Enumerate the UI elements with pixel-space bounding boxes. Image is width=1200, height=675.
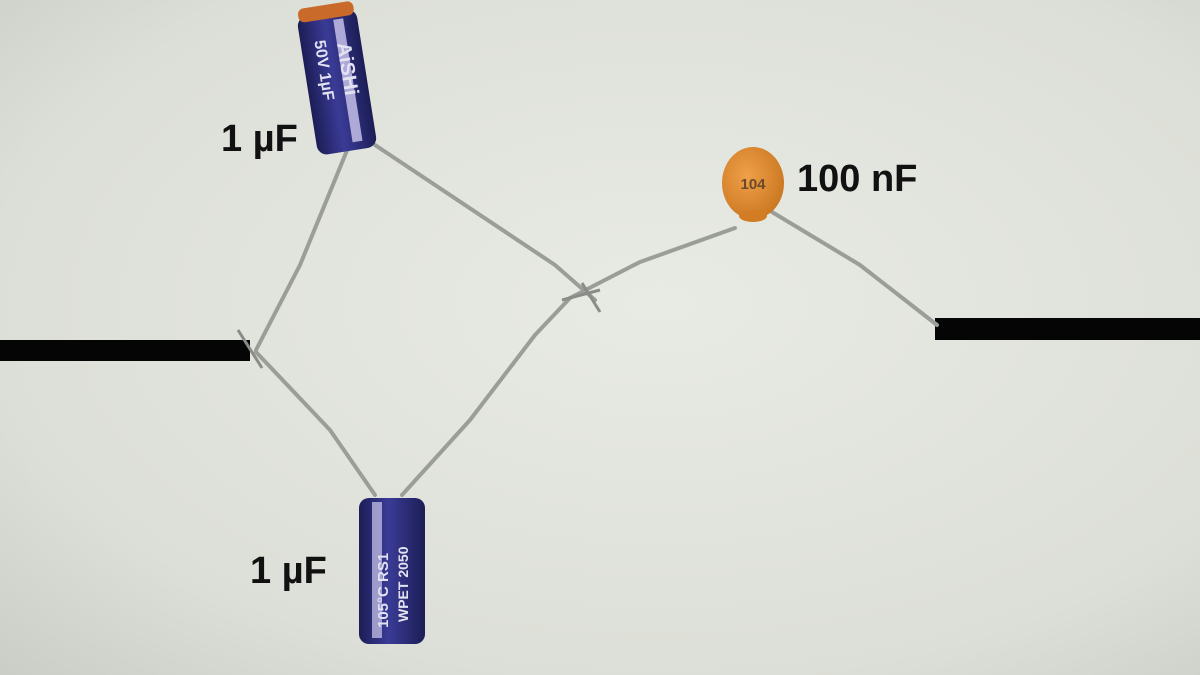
wire-bottom-cap-left-lead — [254, 350, 377, 497]
wire-ceramic-right-lead — [770, 210, 939, 327]
bottom-electrolytic-capacitor: 105°C RS1 WPET 2050 — [359, 498, 425, 644]
ceramic-capacitor: 104 — [722, 147, 784, 222]
top-capacitor-label: 1 µF — [221, 118, 298, 160]
bottom-cap-series-marking: 105°C RS1 — [375, 553, 392, 628]
wires — [254, 143, 939, 497]
left-terminal-bar — [0, 340, 250, 361]
bottom-capacitor-label: 1 µF — [250, 550, 327, 592]
ceramic-capacitor-label: 100 nF — [797, 158, 918, 200]
right-joint — [561, 282, 602, 313]
ceramic-code-marking: 104 — [740, 176, 766, 193]
wire-twist-joints — [236, 282, 602, 369]
wire-top-cap-right-lead — [373, 143, 597, 302]
left-joint — [236, 329, 264, 369]
wire-top-cap-left-lead — [254, 146, 350, 352]
wire-ceramic-left-lead — [568, 226, 737, 300]
right-terminal-bar — [935, 318, 1200, 340]
bottom-cap-code-marking: WPET 2050 — [395, 546, 411, 622]
wire-bottom-cap-right-lead — [400, 296, 572, 497]
top-electrolytic-capacitor: AiSHi 50V 1µF — [297, 1, 377, 155]
